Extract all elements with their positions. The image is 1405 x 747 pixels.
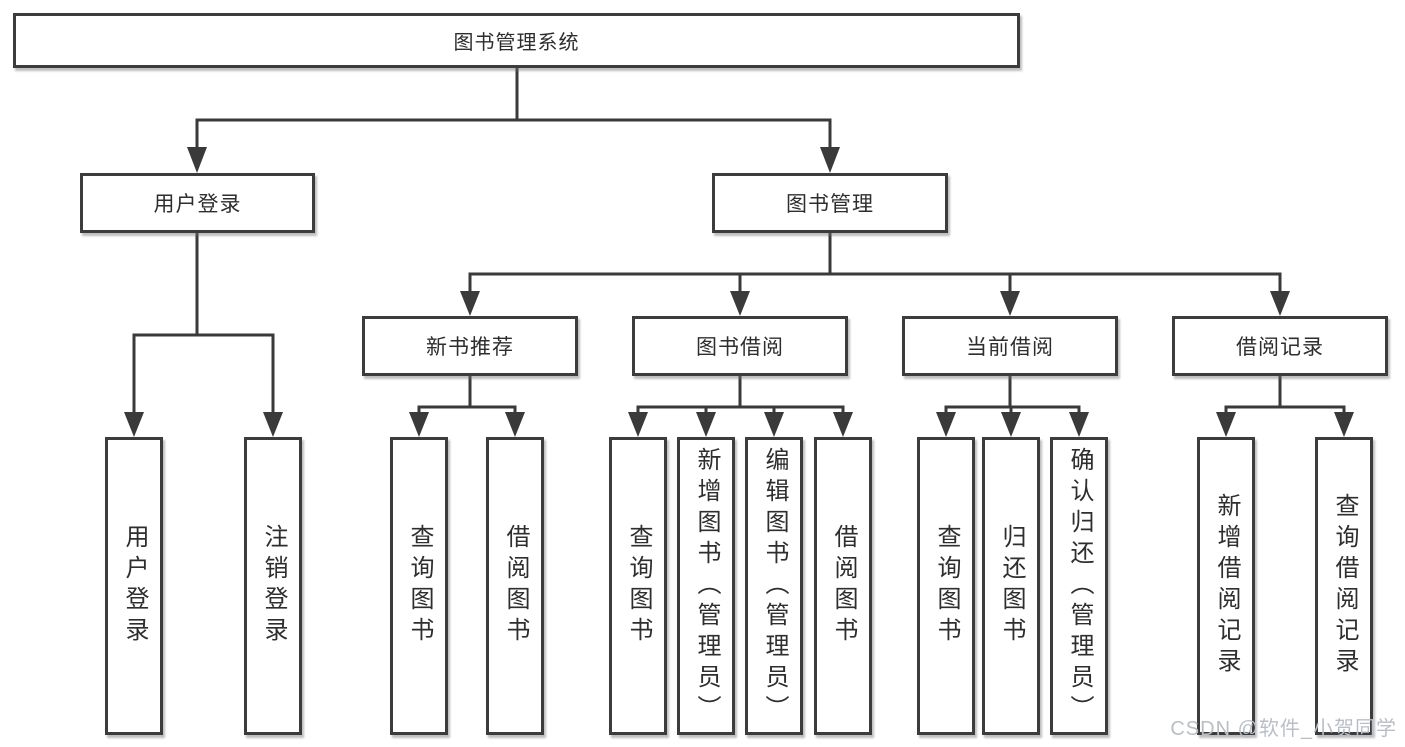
node-library-management-system: 图书管理系统 [13, 13, 1020, 68]
leaf-edit-books-admin: 编辑图书（管理员） [745, 437, 803, 735]
leaf-confirm-return-admin: 确认归还（管理员） [1050, 437, 1108, 735]
arrowhead-icons [124, 147, 1354, 437]
node-book-management: 图书管理 [712, 173, 948, 233]
csdn-watermark: CSDN @软件_小贺同学 [1170, 718, 1397, 740]
leaf-recommend-query-books: 查询图书 [390, 437, 448, 735]
leaf-borrow-books: 借阅图书 [814, 437, 872, 735]
node-current-borrowing: 当前借阅 [902, 316, 1118, 376]
node-book-borrowing: 图书借阅 [632, 316, 848, 376]
leaf-add-books-admin: 新增图书（管理员） [677, 437, 735, 735]
node-new-book-recommendation: 新书推荐 [362, 316, 578, 376]
leaf-query-borrow-record: 查询借阅记录 [1315, 437, 1373, 735]
leaf-recommend-borrow-books: 借阅图书 [486, 437, 544, 735]
leaf-logout: 注销登录 [244, 437, 302, 735]
node-borrowing-records: 借阅记录 [1172, 316, 1388, 376]
node-user-login: 用户登录 [80, 173, 315, 233]
leaf-add-borrow-record: 新增借阅记录 [1197, 437, 1255, 735]
leaf-user-login: 用户登录 [105, 437, 163, 735]
leaf-borrow-query-books: 查询图书 [609, 437, 667, 735]
leaf-current-query-books: 查询图书 [917, 437, 975, 735]
leaf-return-books: 归还图书 [982, 437, 1040, 735]
